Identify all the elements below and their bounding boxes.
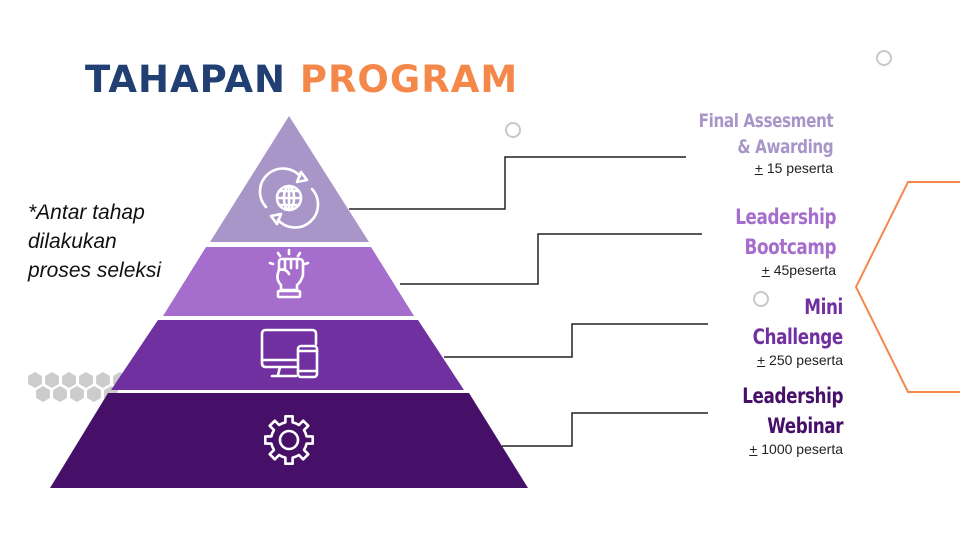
decor-hexagon [62, 372, 76, 388]
decor-hexagon [70, 386, 84, 402]
pyramid-level-1 [210, 116, 369, 242]
level-name-line-2: Challenge [752, 325, 844, 349]
level-name-line-2: Bootcamp [744, 235, 836, 259]
decor-hexagon [87, 386, 101, 402]
raised-fist-icon [268, 248, 310, 299]
connector-line-4 [502, 412, 708, 447]
connector-line-1 [349, 156, 686, 210]
pyramid-level-2 [163, 247, 414, 316]
page-title: TAHAPAN PROGRAM [85, 58, 518, 101]
level-label-bootcamp: Leadership Bootcamp + 45peserta [710, 202, 836, 278]
decor-circle [876, 50, 892, 66]
connector-line-3 [444, 323, 708, 358]
level-name-line-1: Leadership [742, 384, 843, 408]
participant-count: + 15 peserta [754, 160, 833, 176]
level-name-line-2: & Awarding [737, 136, 833, 158]
level-name-line-1: Leadership [735, 205, 836, 229]
decor-hexagon [45, 372, 59, 388]
decor-hexagon [79, 372, 93, 388]
level-name-line-1: Mini [804, 295, 843, 319]
selection-note: *Antar tahap dilakukan proses seleksi [28, 201, 162, 282]
decor-circle [753, 291, 769, 307]
decor-hexagon-outline [854, 181, 960, 393]
level-label-mini-challenge: Mini Challenge + 250 peserta [730, 292, 844, 368]
decor-hexagon [53, 386, 67, 402]
level-name-line-1: Final Assesment [698, 110, 833, 132]
title-part-2: PROGRAM [299, 58, 519, 101]
decor-hexagon [28, 372, 42, 388]
decor-hexagon [36, 386, 50, 402]
participant-count: + 45peserta [761, 262, 836, 278]
level-label-final-assessment: Final Assesment & Awarding + 15 peserta [665, 108, 833, 176]
pyramid-level-3 [111, 320, 464, 390]
level-name-line-2: Webinar [767, 414, 843, 438]
decor-hexagon [96, 372, 110, 388]
level-label-webinar: Leadership Webinar + 1000 peserta [717, 381, 843, 457]
decor-circle [505, 122, 521, 138]
participant-count: + 250 peserta [756, 352, 843, 368]
title-part-1: TAHAPAN [85, 58, 286, 101]
devices-icon [260, 328, 319, 379]
connector-line-2 [400, 233, 702, 285]
pyramid-level-4 [50, 393, 528, 488]
globe-refresh-icon [258, 167, 320, 229]
participant-count: + 1000 peserta [749, 441, 843, 457]
gear-icon [264, 415, 314, 465]
